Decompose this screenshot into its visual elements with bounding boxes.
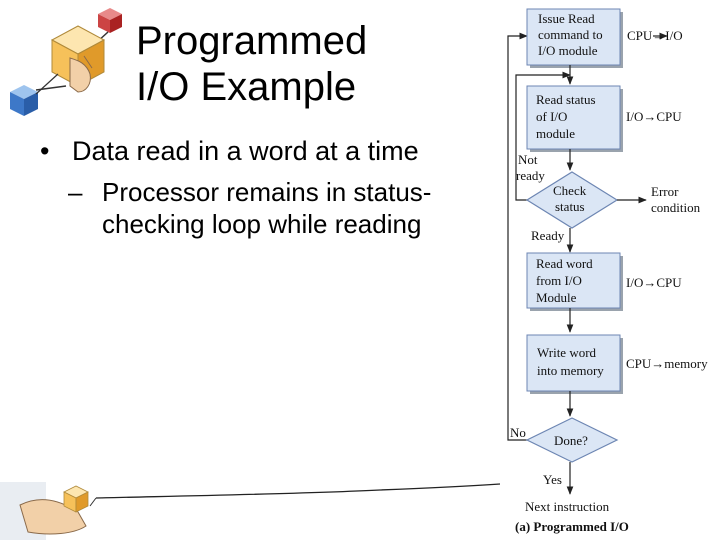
title-line-2: I/O Example xyxy=(136,65,357,109)
box-read-status xyxy=(526,85,621,150)
sub-bullet-marker: – xyxy=(68,177,83,207)
decision1-line1: Check xyxy=(553,183,587,198)
error-line2: condition xyxy=(651,200,701,215)
box-issue-read xyxy=(526,8,621,66)
box2-line2: of I/O xyxy=(536,109,567,124)
decision2-label: Done? xyxy=(554,433,588,448)
decision-done xyxy=(525,417,619,463)
box1-line1: Issue Read xyxy=(538,11,595,26)
box4-line2: into memory xyxy=(537,363,604,378)
box4-side-label: CPU→memory xyxy=(626,356,708,371)
sub-bullet-line-2: checking loop while reading xyxy=(102,209,422,239)
box3-line2: from I/O xyxy=(536,273,582,288)
not-ready-line1: Not xyxy=(518,152,538,167)
next-instruction-label: Next instruction xyxy=(525,499,610,514)
box3-line1: Read word xyxy=(536,256,593,271)
box4-line1: Write word xyxy=(537,345,597,360)
decision1-line2: status xyxy=(555,199,585,214)
not-ready-line2: ready xyxy=(516,168,545,183)
box3-side-label: I/O→CPU xyxy=(626,275,682,290)
bullet-marker: • xyxy=(40,136,50,166)
box2-side-label: I/O→CPU xyxy=(626,109,682,124)
ready-label: Ready xyxy=(531,228,565,243)
yes-label: Yes xyxy=(543,472,562,487)
title-line-1: Programmed xyxy=(136,19,368,63)
box1-line2: command to xyxy=(538,27,603,42)
box-write-word xyxy=(526,334,621,392)
error-line1: Error xyxy=(651,184,679,199)
box3-line3: Module xyxy=(536,290,577,305)
hand-cube-clipart-icon xyxy=(0,482,97,540)
slide-title: Programmed I/O Example xyxy=(136,18,466,110)
decision-check-status xyxy=(525,171,619,229)
flowchart-caption: (a) Programmed I/O xyxy=(515,519,629,534)
decorative-line xyxy=(95,483,501,499)
box1-side-label: CPU→I/O xyxy=(627,28,683,43)
box2-line1: Read status xyxy=(536,92,596,107)
no-label: No xyxy=(510,425,526,440)
box1-line3: I/O module xyxy=(538,43,598,58)
box2-line3: module xyxy=(536,126,575,141)
box-read-word xyxy=(526,252,621,309)
cube-clipart-icon xyxy=(10,8,122,116)
sub-bullet-line-1: Processor remains in status- xyxy=(102,177,432,207)
flowchart xyxy=(507,8,668,495)
bullet-text: Data read in a word at a time xyxy=(72,136,419,166)
